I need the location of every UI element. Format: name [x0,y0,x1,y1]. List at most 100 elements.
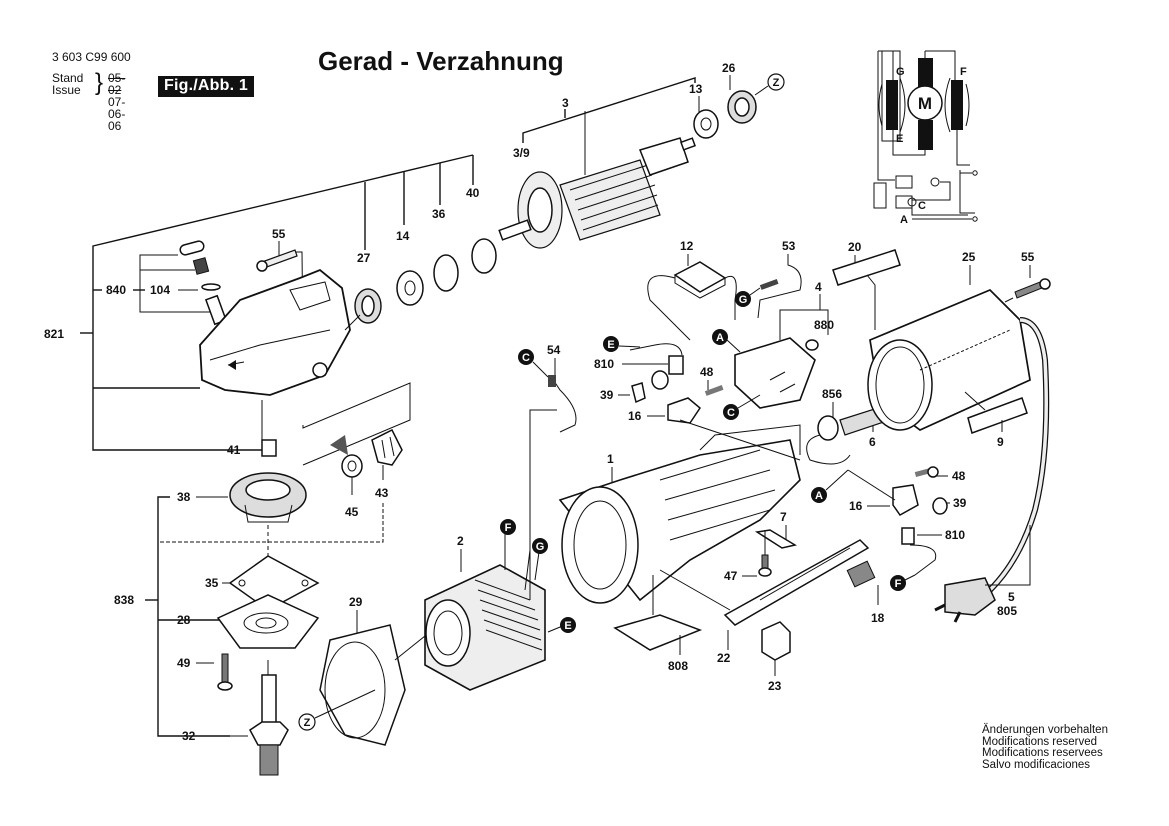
marker-F-stator: F [500,519,516,535]
brace-glyph: } [95,69,104,96]
marker-G-top: G [735,287,761,307]
spring-39-right [932,497,948,515]
marker-F-right: F [890,574,916,591]
part-label-7: 7 [780,510,787,524]
part-label-16-left: 16 [628,409,642,423]
spring-39-left [651,370,669,390]
part-label-13: 13 [689,82,703,96]
air-guide-ring-29 [319,624,406,746]
footer-line-es: Salvo modificaciones [982,758,1091,771]
switch-box [873,182,887,209]
terminal-E: E [896,133,903,145]
footer-line-de: Änderungen vorbehalten [982,724,1108,736]
spindle-thread [259,744,279,776]
terminal-A: A [900,214,908,226]
part-label-821: 821 [44,327,64,341]
spindle-32 [261,674,277,726]
part-label-27: 27 [357,251,371,265]
stand-label: Stand [52,71,84,85]
marker-A-right: A [811,469,849,503]
modifications-note: Änderungen vorbehalten Modifications res… [982,724,1108,771]
brush-holder-16-right [892,484,919,516]
figure-badge: Fig./Abb. 1 [158,76,254,97]
svg-text:C: C [727,407,735,419]
part-label-838: 838 [114,593,134,607]
spindle-lock-button [179,240,205,256]
svg-text:E: E [564,620,571,632]
motor-label: M [918,94,932,113]
gear-housing [199,268,351,396]
label-808 [613,614,703,651]
part-label-1: 1 [607,452,614,466]
issue-date: 07-06-06 [108,95,126,133]
footer-line-en: Modifications reserved [982,735,1098,748]
wiring-schematic: M G F E A C [873,50,978,226]
part-label-41: 41 [227,443,241,457]
field-coil-left [886,80,898,130]
part-label-55-right: 55 [1021,250,1035,264]
switch-rod-22 [723,539,870,626]
bushing-41 [261,439,277,457]
screw-48-left [704,385,724,396]
cable-54 [548,375,556,387]
part-label-54: 54 [547,343,561,357]
part-label-39-left: 39 [600,388,614,402]
screw-49 [221,653,229,685]
marker-Z-bottom [298,713,316,731]
revision-block: Stand Issue } 05-02 07-06-06 [52,71,125,133]
lever-39-left [631,382,646,404]
svg-text:G: G [739,294,748,306]
flange-group-838: 838 38 35 28 49 32 [114,472,384,776]
slide-button-23 [761,621,791,661]
marker-G-stator: G [532,538,548,554]
on-off-switch-4 [734,337,816,409]
circlip-40 [471,238,497,274]
clamp-7 [754,529,797,549]
part-label-3-9: 3/9 [513,146,530,160]
part-label-840: 840 [106,283,126,297]
ball-bearing-14 [396,270,424,306]
part-label-23: 23 [768,679,782,693]
svg-text:A: A [716,332,724,344]
part-label-20: 20 [848,240,862,254]
cable-53 [759,279,779,290]
mains-plug [944,577,996,616]
part-label-880: 880 [814,318,834,332]
label-9 [967,397,1028,434]
part-label-4: 4 [815,280,822,294]
svg-text:G: G [536,541,545,553]
part-number: 3 603 C99 600 [52,50,131,64]
part-label-25: 25 [962,250,976,264]
nut-45 [341,454,363,478]
part-label-18: 18 [871,611,885,625]
brush-top [918,58,933,88]
motor-housing-group: 1 808 22 23 7 47 18 [558,424,885,693]
svg-text:Z: Z [304,717,311,729]
armature-assembly: 3 3/9 13 26 Z [498,61,785,249]
marker-C-switch: C [723,394,761,420]
bearing-flange-28 [216,594,320,649]
part-label-38: 38 [177,490,191,504]
switch-screw-1 [930,177,940,187]
part-label-3: 3 [562,96,569,110]
part-label-810-left: 810 [594,357,614,371]
part-label-856: 856 [822,387,842,401]
part-label-5: 5 [1008,590,1015,604]
part-label-32: 32 [182,729,196,743]
page-title: Gerad - Verzahnung [318,46,564,76]
o-ring-104 [201,283,221,291]
svg-text:F: F [895,578,902,590]
commutator [638,137,689,176]
screw-880 [805,339,819,351]
part-label-2: 2 [457,534,464,548]
terminal-F: F [960,66,967,78]
part-label-22: 22 [717,651,731,665]
tooth-washer [330,435,348,455]
handle-cord-group: 20 25 9 55 5 805 48 39 [832,240,1051,623]
screw-47 [761,554,769,570]
screw-55-right [1014,281,1043,299]
marker-A-top: A [712,329,741,353]
marker-Z-top [767,73,785,91]
connection-markers: E G A C C A F [500,287,916,633]
stator-group: 29 Z 2 [298,409,566,746]
